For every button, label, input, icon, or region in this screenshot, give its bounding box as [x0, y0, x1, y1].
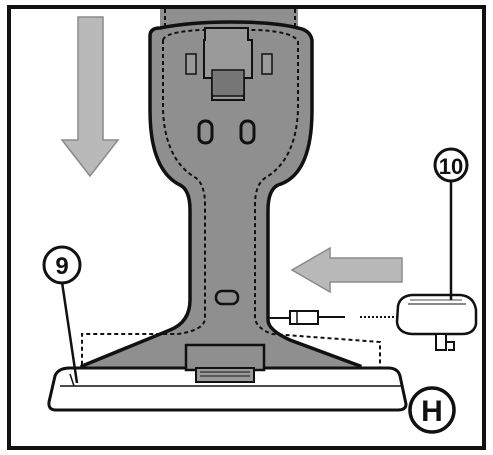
- charger-adapter-icon: [395, 293, 478, 351]
- callout-10-label: 10: [439, 154, 463, 179]
- down-arrow-icon: [60, 16, 120, 178]
- callout-9: 9: [42, 245, 82, 285]
- charging-base-icon: [47, 343, 408, 412]
- vacuum-handle-icon: [80, 9, 381, 374]
- step-badge: H: [408, 386, 456, 434]
- charging-cable-icon: [268, 310, 400, 325]
- step-label: H: [421, 395, 443, 428]
- left-arrow-icon: [290, 246, 403, 294]
- callout-9-leader: [60, 281, 79, 384]
- callout-10: 10: [433, 147, 469, 183]
- callout-9-label: 9: [55, 253, 68, 280]
